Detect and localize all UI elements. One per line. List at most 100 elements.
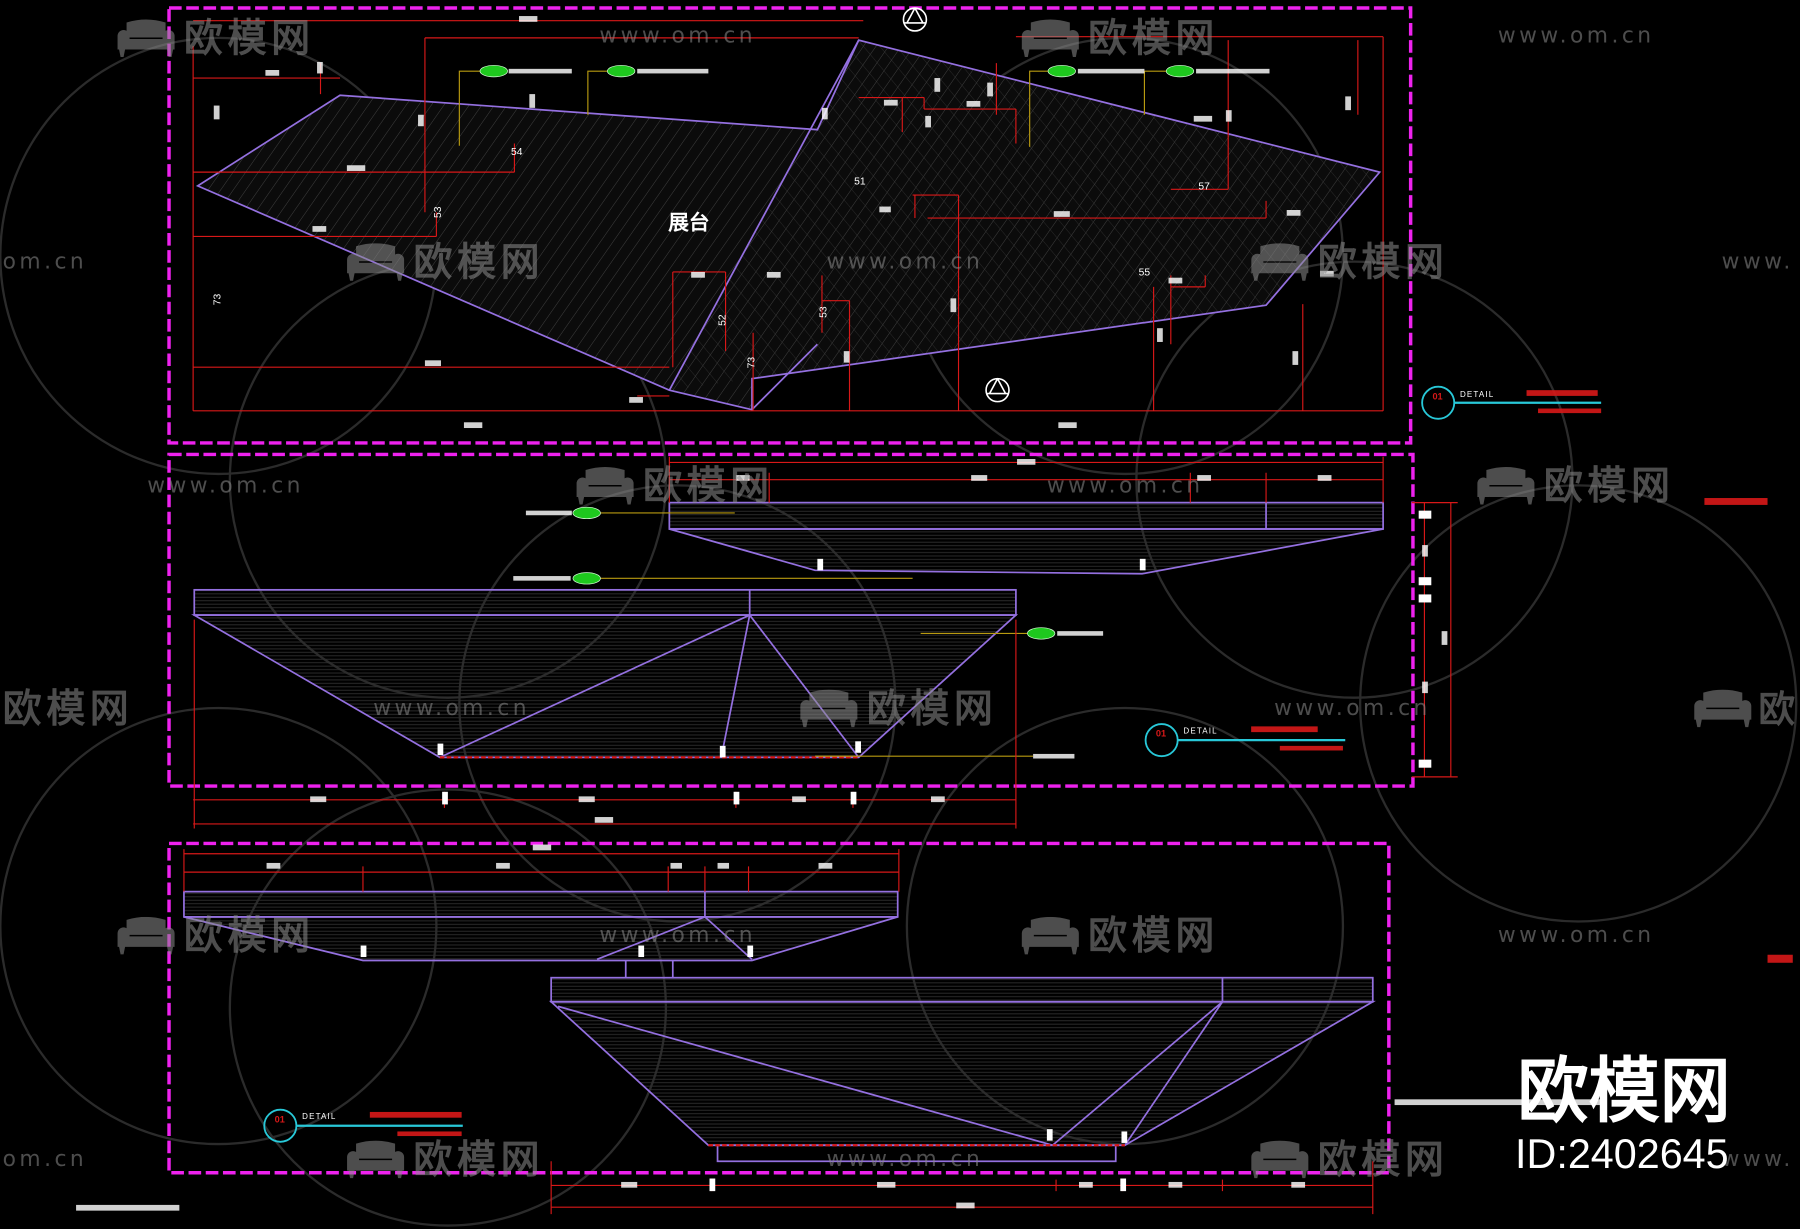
dim-figure [766,271,781,278]
slab [183,891,898,917]
dim-figure [691,271,705,278]
slab [669,502,1384,530]
level-marker [1418,594,1432,603]
detail-label: DETAIL [1183,726,1217,735]
sofa-icon [1021,916,1079,955]
position-marker [360,945,367,958]
body-facets [557,977,1224,1147]
watermark-ring [1359,484,1798,923]
position-markers [437,558,1146,758]
side-note-text [1704,498,1768,505]
body-outline [669,528,1384,575]
watermark-url: www.om.cn [599,23,756,48]
detail-marker: 01 DETAIL [263,1108,463,1143]
dim-figure [1053,211,1070,217]
dim-marker [442,791,448,805]
dim-label: 57 [1198,181,1210,192]
watermark-brand: 欧模网 [1318,240,1449,285]
body-facets [439,589,860,759]
dim-figure [312,226,327,232]
dim-label: 51 [854,177,866,188]
watermark-brand: 欧模网 [643,464,774,509]
dim-marker [733,791,740,805]
elevation-view-1: 01 DETAIL [167,452,1768,829]
dim-figure [843,351,850,363]
watermark-url: www.om.cn [827,1147,984,1172]
dim-marker [850,791,857,805]
watermark-url: www.om.cn [1274,696,1431,721]
badge-id: ID:2402645 [1515,1131,1729,1177]
plan-view: 54 53 52 51 53 57 55 73 73 展台 01 DETAIL [167,6,1602,445]
watermark-brand: 欧模网 [1318,1138,1449,1183]
dim-figure [1058,422,1077,429]
slab-body [194,615,1016,758]
plan-edge-tip [751,343,818,411]
position-marker [747,945,754,958]
slab [551,977,1373,1002]
watermark-brand: 欧模网 [1088,17,1219,62]
plan-frame [167,6,1413,445]
material-tag [1027,627,1056,640]
dim-figure [519,16,538,22]
detail-title-text [1251,726,1318,733]
dim-figure [578,796,595,803]
dim-label: 73 [213,294,224,306]
dim-figure [594,817,614,823]
plan-leader-lines [458,70,1167,147]
material-tag [1165,65,1195,78]
section-marker-icon [902,7,928,32]
watermark-url: www.om.cn [373,696,530,721]
elevation-dimension-figures [310,459,1448,823]
dim-figure [818,862,833,869]
plan-title: 展台 [668,211,709,235]
section-marker-icon [985,377,1010,403]
slab-body [669,529,1384,574]
dim-figure [877,1181,896,1188]
watermark-url: www.om.cn [827,250,984,275]
detail-label: DETAIL [302,1112,336,1121]
dim-label: 53 [819,306,830,318]
watermark-brand: 欧模网 [184,914,315,959]
dim-figure [621,1181,638,1188]
note-text [513,576,571,581]
watermark-url: www. [1722,250,1794,275]
dim-figure [1345,96,1351,111]
material-tag [1047,65,1076,78]
detail-label: DETAIL [1460,390,1494,399]
badge-brand: 欧模网 [1517,1049,1730,1132]
position-marker [719,745,726,758]
dim-figure [1319,270,1334,277]
dim-figure [1168,1181,1183,1188]
position-markers [360,945,1128,1143]
note-text [1057,631,1104,636]
watermark-brand: 欧模网 [413,1138,544,1183]
dim-figure [971,475,988,481]
dim-figure [670,862,682,869]
dim-figure [956,1202,975,1209]
dim-figure [317,61,323,74]
dim-figure [950,298,957,313]
dim-figure [1225,110,1232,122]
position-marker [817,558,824,571]
dim-marker [709,1178,716,1192]
dim-figure [735,475,750,481]
watermark-brand: 欧模网 [3,687,134,732]
position-marker [1046,1129,1053,1141]
level-marker [1418,759,1432,768]
dim-figure [265,69,280,76]
dim-figure [1317,475,1332,481]
watermark-brand: 欧模网 [1544,464,1675,509]
sofa-icon [117,916,175,955]
dim-marker [1120,1178,1127,1192]
dim-figure [346,165,366,171]
detail-number: 01 [275,1114,285,1124]
dim-figure [463,422,483,429]
watermark-url: www.om.cn [599,923,756,948]
detail-marker: 01 DETAIL [1421,385,1602,420]
dim-figure [496,862,510,869]
note-text [1394,1099,1602,1106]
sofa-icon [1694,689,1752,728]
watermark-url: www.om.cn [1047,473,1204,498]
dim-figure [930,796,945,803]
dim-figure [418,114,424,127]
